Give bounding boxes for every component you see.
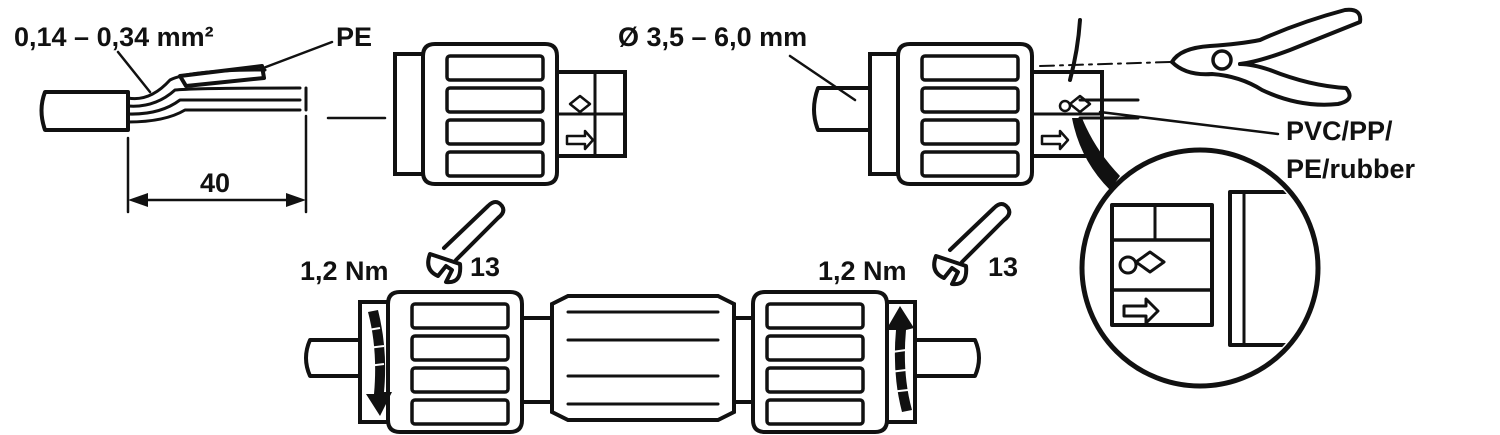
diameter-leader [788,54,857,102]
cross-section-leader [116,50,152,94]
torque-label-left: 1,2 Nm [300,256,389,286]
stripped-cable [39,64,308,132]
pe-label: PE [336,22,372,52]
material-leader [1098,110,1280,136]
connector-half-right [812,18,1140,186]
assembled-coupler [304,290,981,434]
cut-line [1039,61,1171,67]
material-label-line1: PVC/PP/ [1286,116,1393,146]
diameter-label: Ø 3,5 – 6,0 mm [618,22,807,52]
rotation-arrow-icon [886,306,914,412]
wrench-icon [426,200,506,285]
pe-leader [256,40,334,72]
strip-length-dimension [126,114,308,214]
wrench-size-left: 13 [470,252,500,282]
magnifier-detail-circle [1072,118,1321,389]
rotation-arrow-icon [366,310,392,416]
wrench-icon [932,202,1012,287]
connector-half-left [393,42,627,186]
side-cutter-pliers-icon [1170,7,1363,107]
wrench-size-right: 13 [988,252,1018,282]
torque-label-right: 1,2 Nm [818,256,907,286]
cross-section-label: 0,14 – 0,34 mm² [14,22,214,52]
material-label-line2: PE/rubber [1286,154,1416,184]
strip-length-label: 40 [200,168,230,198]
